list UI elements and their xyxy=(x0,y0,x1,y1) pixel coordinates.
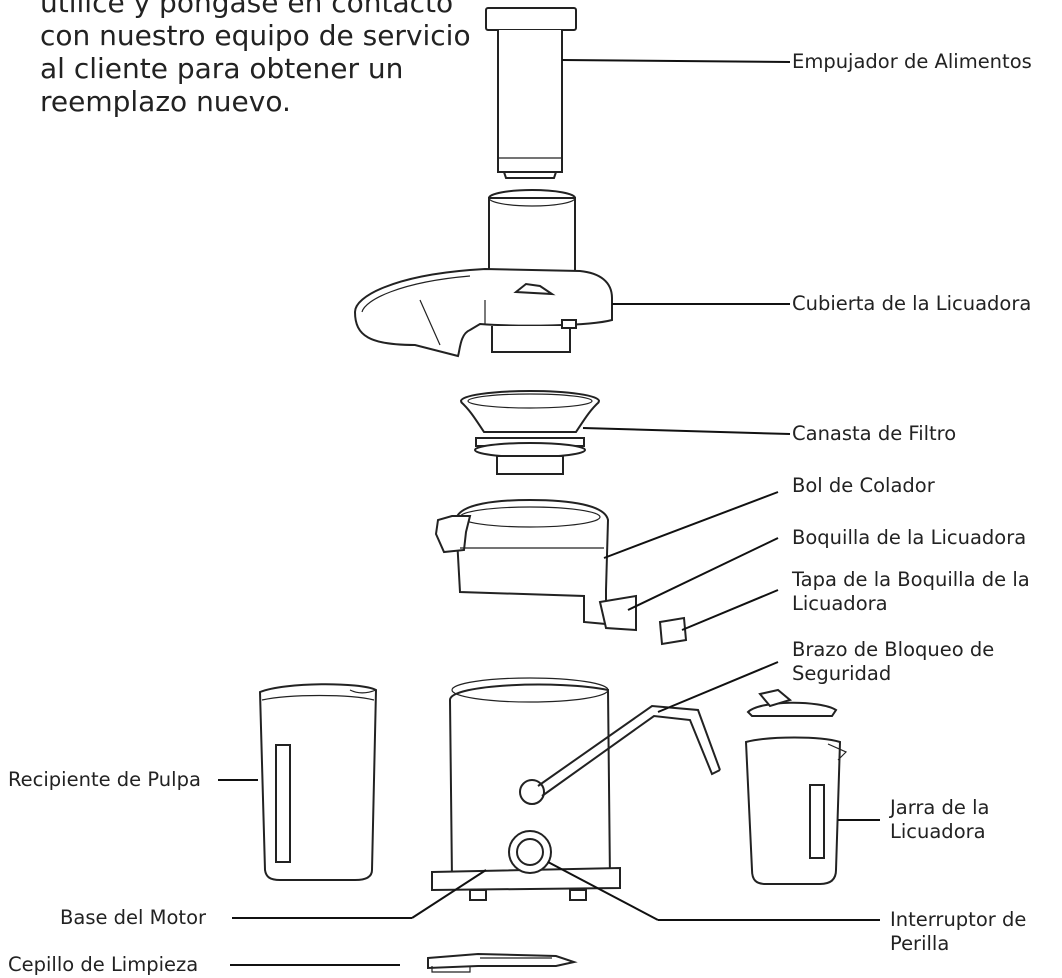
label-text: Empujador de Alimentos xyxy=(792,50,1032,73)
label-text: Jarra de la xyxy=(890,796,990,819)
label-juicer-spout: Boquilla de la Licuadora xyxy=(792,526,1026,550)
label-text: Seguridad xyxy=(792,662,892,685)
leader-strainer-bowl xyxy=(603,491,779,559)
pulp-container-drawing xyxy=(258,683,378,881)
leader-lines xyxy=(218,59,880,966)
intro-line: utilice y póngase en contacto xyxy=(40,0,454,19)
leader-safety-lock-arm xyxy=(657,661,779,713)
intro-line: reemplazo nuevo. xyxy=(40,85,291,118)
juicer-cover-drawing xyxy=(353,189,613,358)
spout-cap-drawing xyxy=(658,616,688,646)
leader-spout-cap xyxy=(681,589,779,631)
label-motor-base: Base del Motor xyxy=(60,906,206,930)
label-text: Cepillo de Limpieza xyxy=(8,953,199,976)
label-text: Canasta de Filtro xyxy=(792,422,957,445)
intro-line: con nuestro equipo de servicio xyxy=(40,19,471,52)
label-text: Bol de Colador xyxy=(792,474,935,497)
label-text: Interruptor de xyxy=(890,908,1027,931)
intro-paragraph: utilice y póngase en contacto con nuestr… xyxy=(40,0,471,118)
label-knob-switch: Interruptor de Perilla xyxy=(890,908,1026,956)
label-text: Base del Motor xyxy=(60,906,207,929)
leader-motor-base-diagonal xyxy=(411,869,487,919)
filter-basket-drawing xyxy=(460,390,600,475)
leader-filter-basket xyxy=(582,427,791,435)
label-text: Brazo de Bloqueo de xyxy=(792,638,995,661)
leader-juicer-spout xyxy=(627,537,779,611)
food-pusher-drawing xyxy=(485,7,577,179)
label-text: Licuadora xyxy=(890,820,986,843)
label-juicer-cover: Cubierta de la Licuadora xyxy=(792,292,1031,316)
label-safety-lock-arm: Brazo de Bloqueo de Seguridad xyxy=(792,638,994,686)
label-text: Licuadora xyxy=(792,592,888,615)
label-spout-cap: Tapa de la Boquilla de la Licuadora xyxy=(792,568,1030,616)
label-food-pusher: Empujador de Alimentos xyxy=(792,50,1032,74)
motor-base-drawing xyxy=(431,677,621,901)
leader-food-pusher xyxy=(561,59,791,63)
label-text: Boquilla de la Licuadora xyxy=(792,526,1027,549)
label-text: Recipiente de Pulpa xyxy=(8,768,201,791)
strainer-bowl-drawing xyxy=(434,498,637,632)
label-pulp-container: Recipiente de Pulpa xyxy=(8,768,201,792)
safety-lock-arm-drawing xyxy=(537,704,721,797)
label-filter-basket: Canasta de Filtro xyxy=(792,422,956,446)
label-text: Tapa de la Boquilla de la xyxy=(792,568,1030,591)
intro-line: al cliente para obtener un xyxy=(40,52,404,85)
label-cleaning-brush: Cepillo de Limpieza xyxy=(8,953,198,977)
label-text: Cubierta de la Licuadora xyxy=(792,292,1032,315)
juice-jug-drawing xyxy=(744,688,848,885)
label-text: Perilla xyxy=(890,932,950,955)
label-strainer-bowl: Bol de Colador xyxy=(792,474,935,498)
label-juice-jug: Jarra de la Licuadora xyxy=(890,796,989,844)
leader-knob-switch xyxy=(547,861,659,921)
cleaning-brush-drawing xyxy=(427,952,578,973)
